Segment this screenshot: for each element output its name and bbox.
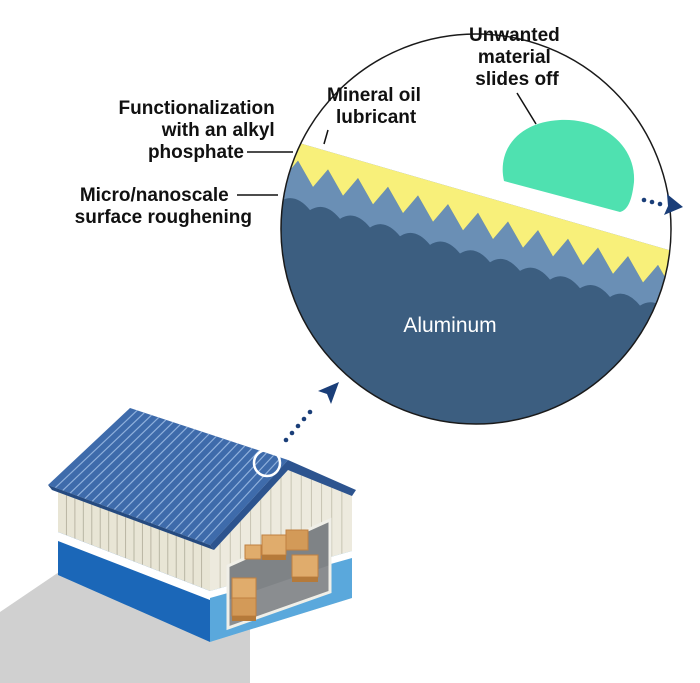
roof-left-panel	[48, 408, 288, 545]
roof-rib	[150, 440, 231, 524]
ground-shadow	[0, 570, 250, 683]
roof-rib	[158, 443, 239, 527]
roof-rib	[62, 412, 145, 491]
roof-edge	[48, 485, 214, 550]
magnified-view: Unwanted material slides off Mineral oil…	[75, 25, 683, 425]
roof-rib	[54, 409, 138, 489]
roof-rib	[113, 428, 196, 510]
roof-rib	[194, 454, 275, 540]
magnifier-border	[280, 33, 672, 425]
chevron-up-right-icon	[283, 382, 339, 443]
roof-rib	[172, 447, 253, 532]
left-base	[58, 532, 210, 642]
left-base-stripe	[58, 532, 210, 600]
roof-rib	[121, 431, 203, 513]
roof-zoom-marker	[252, 448, 282, 478]
label-aluminum: Aluminum	[403, 314, 496, 337]
unwanted-material-droplet	[502, 119, 635, 212]
roof-rib	[77, 417, 160, 497]
roof-rib	[165, 445, 246, 530]
roof-rib	[91, 421, 174, 502]
warehouse-illustration	[0, 408, 356, 683]
leader-unwanted	[516, 92, 537, 125]
roof-rib	[135, 435, 217, 519]
roof-rib	[180, 450, 260, 535]
leader-mineral-oil	[323, 129, 329, 145]
roof-right-panel	[210, 460, 356, 550]
label-mineral-oil: Mineral oil lubricant	[327, 85, 426, 128]
roof-ribs	[54, 409, 282, 543]
chevron-right-icon	[641, 194, 683, 215]
label-functionalization: Functionalization with an alkyl phosphat…	[119, 98, 281, 163]
roof-rib	[143, 438, 224, 521]
roof-rib	[84, 419, 167, 500]
roof-rib	[128, 433, 210, 516]
label-roughening: Micro/nanoscale surface roughening	[75, 185, 252, 228]
pallet-crates	[231, 529, 319, 621]
roof-rib	[99, 424, 181, 505]
label-unwanted-material: Unwanted material slides off	[469, 25, 565, 90]
lubricant-layer	[281, 134, 671, 300]
roof-rib	[106, 426, 188, 508]
roof-rib	[202, 457, 282, 543]
roughening-layer	[281, 152, 671, 332]
roof-rib	[69, 414, 152, 494]
